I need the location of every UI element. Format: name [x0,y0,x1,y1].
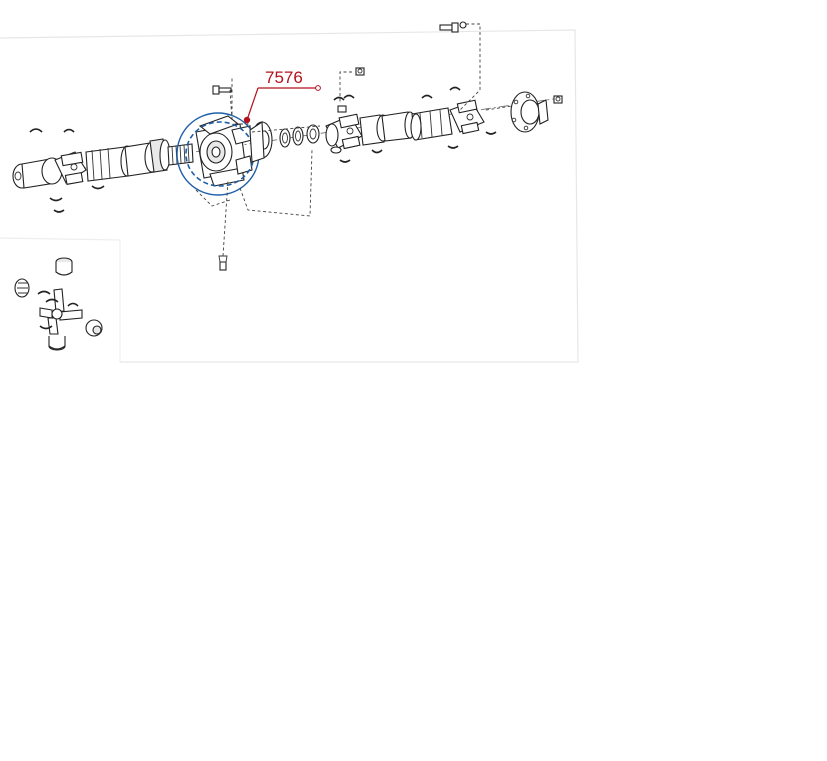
front-shaft-tube [85,138,171,182]
rear-yoke [449,99,485,135]
universal-joint-kit [14,257,103,351]
spacer-rings [279,124,320,148]
rear-flange [510,91,549,133]
callout-label: 7576 [265,68,303,87]
center-support-bearing [195,115,253,187]
front-yoke [12,151,87,189]
center-yoke [325,113,363,154]
diagram-frame [0,29,579,363]
splined-stub [167,143,194,166]
rear-shaft-tube [359,107,453,146]
callout-7576[interactable]: 7576 [243,68,321,124]
callout-leader-line [246,87,259,121]
callout-end-marker [315,85,321,91]
companion-flange [249,121,273,163]
bolts-and-nuts [195,21,563,271]
snap-rings [29,86,497,213]
callout-anchor-dot [243,116,251,124]
